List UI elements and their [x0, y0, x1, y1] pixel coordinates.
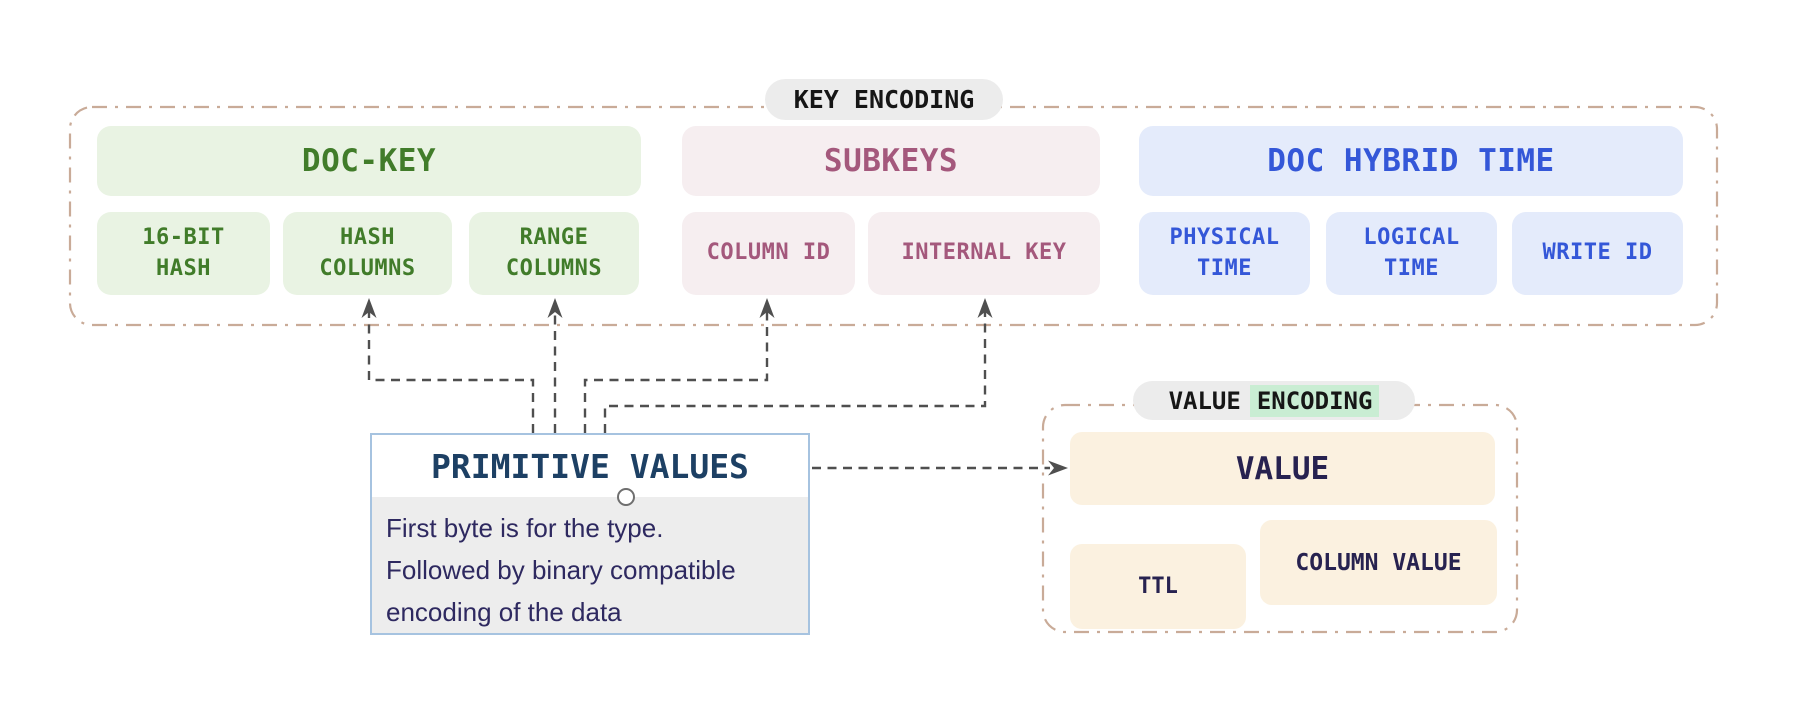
subkeys-title: SUBKEYS	[823, 143, 959, 179]
arrowhead-up-icon	[361, 298, 377, 318]
subkeys-header: SUBKEYS	[682, 126, 1100, 196]
box-ttl: TTL	[1070, 544, 1246, 629]
box-range-columns-line2: COLUMNS	[505, 255, 603, 281]
doc-key-header: DOC-KEY	[97, 126, 641, 196]
box-range-columns-line1: RANGE	[519, 225, 589, 251]
key-encoding-badge-label: KEY ENCODING	[793, 85, 975, 114]
doc-key-title: DOC-KEY	[301, 143, 437, 179]
box-16bit-hash-line2: HASH	[156, 255, 211, 281]
box-hash-columns: HASH COLUMNS	[283, 212, 452, 295]
box-write-id: WRITE ID	[1512, 212, 1683, 295]
box-hash-columns-line1: HASH	[340, 225, 395, 251]
connector-dot-icon	[617, 488, 635, 506]
box-value-label: VALUE	[1235, 450, 1330, 487]
primitive-values-header: PRIMITIVE VALUES	[372, 435, 808, 497]
box-column-value: COLUMN VALUE	[1260, 520, 1497, 605]
connector-column-id	[583, 310, 769, 433]
description-line: Followed by binary compatible	[386, 555, 736, 585]
key-encoding-badge: KEY ENCODING	[765, 79, 1003, 120]
box-write-id-label: WRITE ID	[1542, 240, 1653, 266]
box-logical-time-line2: TIME	[1384, 255, 1439, 281]
arrowhead-up-icon	[547, 298, 563, 318]
connector-internal-key	[603, 310, 987, 433]
description-line: encoding of the data	[386, 597, 622, 627]
doc-hybrid-time-header: DOC HYBRID TIME	[1139, 126, 1683, 196]
connector-hash-columns	[367, 310, 535, 433]
value-encoding-badge-highlight: ENCODING	[1249, 384, 1380, 417]
box-physical-time-line1: PHYSICAL	[1169, 225, 1280, 251]
arrowhead-right-icon	[1048, 460, 1068, 476]
box-hash-columns-line2: COLUMNS	[319, 255, 416, 281]
key-encoding-container-border	[68, 105, 1719, 327]
box-internal-key: INTERNAL KEY	[868, 212, 1100, 295]
box-logical-time: LOGICAL TIME	[1326, 212, 1497, 295]
primitive-values-box: PRIMITIVE VALUES First byte is for the t…	[370, 433, 810, 635]
box-column-id: COLUMN ID	[682, 212, 855, 295]
box-ttl-label: TTL	[1138, 574, 1178, 599]
primitive-values-description: First byte is for the type. Followed by …	[372, 497, 808, 633]
box-column-value-label: COLUMN VALUE	[1295, 549, 1462, 576]
box-logical-time-line1: LOGICAL	[1363, 225, 1460, 251]
value-encoding-badge-label: VALUE	[1168, 386, 1241, 415]
box-16bit-hash: 16-BIT HASH	[97, 212, 270, 295]
box-value: VALUE	[1070, 432, 1495, 505]
primitive-values-title: PRIMITIVE VALUES	[431, 446, 749, 486]
description-line: First byte is for the type.	[386, 513, 664, 543]
value-encoding-badge: VALUE ENCODING	[1133, 381, 1415, 420]
box-internal-key-label: INTERNAL KEY	[901, 240, 1067, 266]
box-16bit-hash-line1: 16-BIT	[142, 225, 225, 251]
box-column-id-label: COLUMN ID	[706, 240, 831, 266]
box-physical-time-line2: TIME	[1197, 255, 1252, 281]
arrowhead-up-icon	[759, 298, 775, 318]
box-physical-time: PHYSICAL TIME	[1139, 212, 1310, 295]
box-range-columns: RANGE COLUMNS	[469, 212, 639, 295]
arrowhead-up-icon	[977, 298, 993, 318]
doc-hybrid-time-title: DOC HYBRID TIME	[1267, 143, 1555, 179]
